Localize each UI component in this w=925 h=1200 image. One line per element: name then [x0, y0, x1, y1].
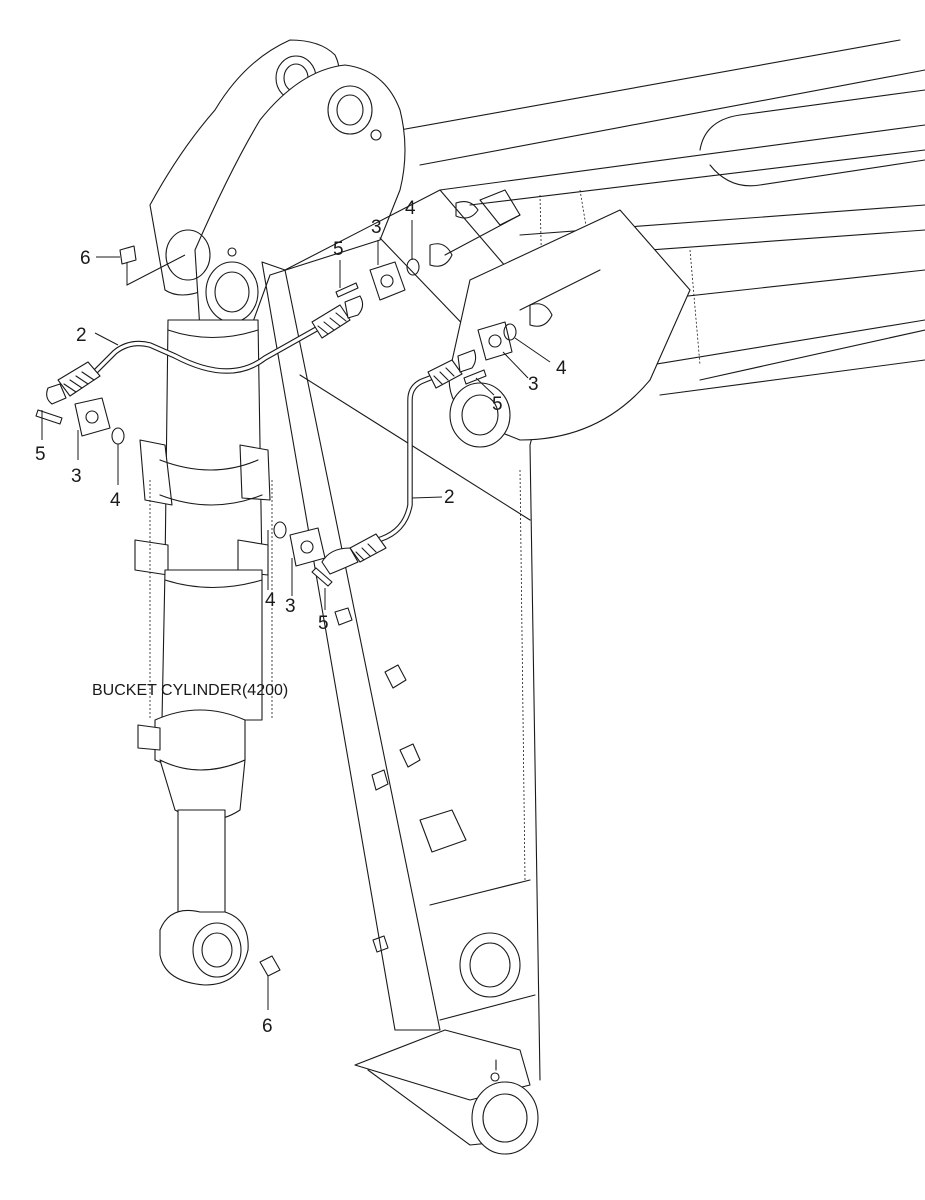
callout-3: 3: [285, 596, 296, 617]
callout-5: 5: [492, 394, 503, 415]
leader-lines: [41, 220, 551, 1010]
arm-cylinder-head: [429, 209, 691, 448]
callout-4: 4: [556, 358, 567, 379]
callout-3: 3: [528, 374, 539, 395]
callout-2: 2: [76, 325, 87, 346]
callout-6: 6: [80, 248, 91, 269]
callout-3: 3: [371, 217, 382, 238]
callout-labels: 6 2 5 3 4 5 3 4 4 3 5 2 4 3 5 6: [35, 198, 567, 1037]
hose-upper: [46, 295, 364, 405]
o-rings: [111, 258, 517, 539]
bucket-cylinder: [134, 319, 273, 986]
callout-2: 2: [444, 487, 455, 508]
callout-5: 5: [318, 613, 329, 634]
callout-5: 5: [333, 239, 344, 260]
split-flanges: [74, 261, 513, 567]
callout-5: 5: [35, 444, 46, 465]
callout-4: 4: [110, 490, 121, 511]
bucket-cylinder-caption: BUCKET CYLINDER(4200): [92, 682, 288, 699]
hose-lower: [321, 349, 477, 575]
arm-body: [149, 39, 561, 1155]
callout-3: 3: [71, 466, 82, 487]
callout-4: 4: [405, 198, 416, 219]
callout-4: 4: [265, 590, 276, 611]
grease-fittings: [119, 245, 281, 977]
callout-6: 6: [262, 1016, 273, 1037]
